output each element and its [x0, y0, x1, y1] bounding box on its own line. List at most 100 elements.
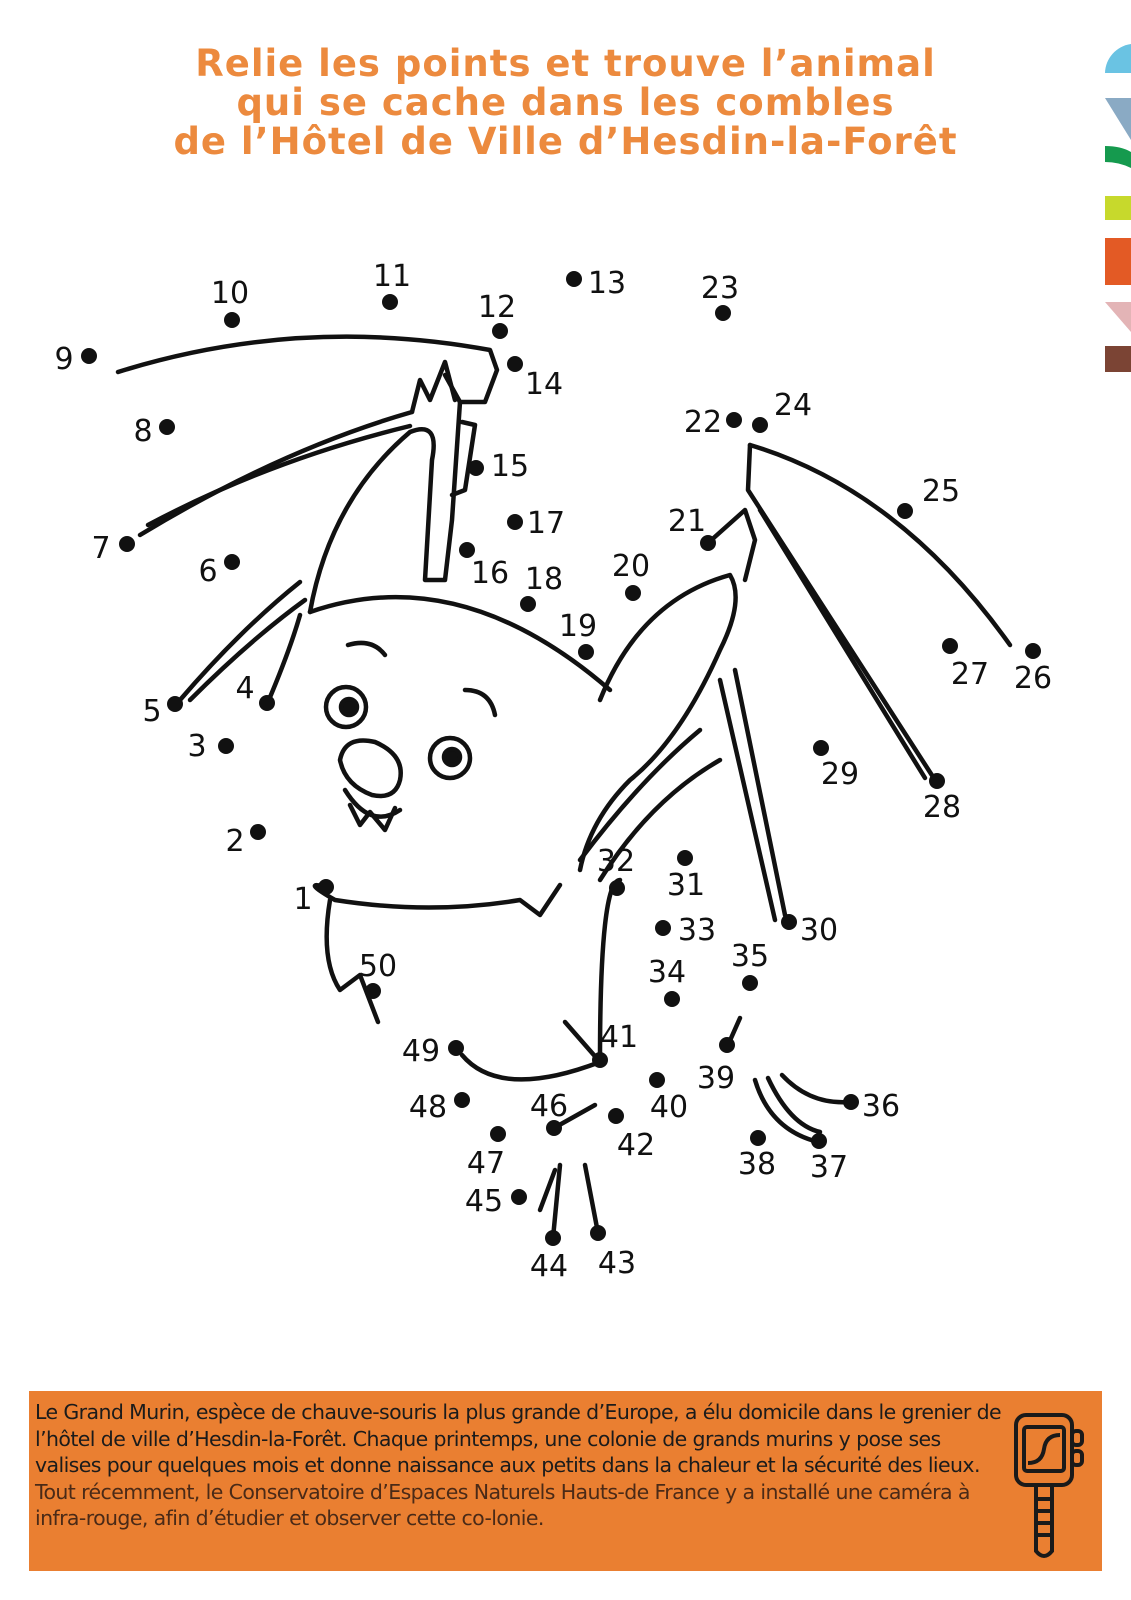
color-tab: [1105, 196, 1131, 220]
dot-label: 48: [409, 1090, 447, 1125]
dot: [719, 1037, 735, 1053]
color-tab: [1105, 238, 1131, 285]
info-text-main: Le Grand Murin, espèce de chauve-souris …: [35, 1400, 1002, 1477]
dot-label: 19: [559, 609, 597, 644]
dot: [700, 535, 716, 551]
dot-label: 41: [600, 1020, 638, 1055]
dot-label: 30: [800, 913, 838, 948]
dot: [159, 419, 175, 435]
dot-label: 46: [530, 1089, 568, 1124]
dot-label: 50: [359, 949, 397, 984]
dot-label: 18: [525, 562, 563, 597]
color-tab: [1105, 98, 1131, 140]
dot: [468, 460, 484, 476]
dot-label: 24: [774, 388, 812, 423]
dot: [520, 596, 536, 612]
dot-label: 14: [525, 367, 563, 402]
dot-label: 28: [923, 790, 961, 825]
title-line: de l’Hôtel de Ville d’Hesdin-la-Forêt: [173, 120, 958, 163]
dot-label: 8: [133, 414, 152, 449]
dot: [507, 356, 523, 372]
dot-label: 47: [467, 1146, 505, 1181]
dot-label: 34: [648, 955, 686, 990]
dot-label: 9: [54, 342, 73, 377]
dot: [608, 1108, 624, 1124]
dot: [507, 514, 523, 530]
title-line: Relie les points et trouve l’animal: [195, 42, 936, 85]
dot-label: 12: [478, 290, 516, 325]
info-box: Le Grand Murin, espèce de chauve-souris …: [29, 1391, 1102, 1571]
dot: [649, 1072, 665, 1088]
info-text-camera: Tout récemment, le Conservatoire d’Espac…: [35, 1479, 970, 1531]
color-tab: [1105, 44, 1131, 73]
dot: [942, 638, 958, 654]
dot-label: 17: [527, 506, 565, 541]
dot-label: 21: [668, 504, 706, 539]
dot-label: 31: [667, 868, 705, 903]
dot: [490, 1126, 506, 1142]
dot-label: 39: [697, 1061, 735, 1096]
dot-label: 20: [612, 549, 650, 584]
dot: [742, 975, 758, 991]
dot-label: 37: [810, 1150, 848, 1185]
color-tab: [1105, 302, 1131, 332]
dot: [459, 542, 475, 558]
dot-label: 5: [142, 694, 161, 729]
dot: [382, 294, 398, 310]
dot-label: 16: [471, 556, 509, 591]
dot-label: 38: [738, 1147, 776, 1182]
dot: [167, 696, 183, 712]
dot: [715, 305, 731, 321]
dot-label: 10: [211, 276, 249, 311]
info-text: Le Grand Murin, espèce de chauve-souris …: [35, 1399, 1005, 1532]
dot-label: 45: [465, 1184, 503, 1219]
dot-label: 6: [198, 554, 217, 589]
dot: [224, 554, 240, 570]
dot: [592, 1052, 608, 1068]
dot: [843, 1094, 859, 1110]
dot: [259, 695, 275, 711]
dot: [750, 1130, 766, 1146]
dot: [250, 824, 266, 840]
dot-label: 26: [1014, 661, 1052, 696]
dot-label: 7: [91, 531, 110, 566]
dot: [566, 271, 582, 287]
dot: [811, 1133, 827, 1149]
dot: [677, 850, 693, 866]
dot-label: 4: [235, 671, 254, 706]
dot: [546, 1120, 562, 1136]
dot: [1025, 643, 1041, 659]
camera-trap-icon: [1014, 1413, 1084, 1558]
dot: [655, 920, 671, 936]
color-tabs-graphic: [1105, 44, 1131, 372]
dot-label: 42: [617, 1128, 655, 1163]
dot-label: 2: [225, 824, 244, 859]
dot-label: 15: [491, 449, 529, 484]
dot-label: 1: [293, 882, 312, 917]
dot: [590, 1225, 606, 1241]
dot: [609, 880, 625, 896]
dot: [224, 312, 240, 328]
color-tab: [1105, 146, 1131, 168]
dot: [365, 983, 381, 999]
dot: [218, 738, 234, 754]
dot: [119, 536, 135, 552]
dot: [454, 1092, 470, 1108]
dot: [492, 323, 508, 339]
dot: [726, 412, 742, 428]
worksheet-title: Relie les points et trouve l’animal qui …: [0, 44, 1131, 161]
title-line: qui se cache dans les combles: [236, 81, 895, 124]
dot: [664, 991, 680, 1007]
dot-label: 27: [951, 657, 989, 692]
dot: [448, 1040, 464, 1056]
dot-label: 36: [862, 1089, 900, 1124]
dot-label: 3: [187, 729, 206, 764]
dot-label: 29: [821, 757, 859, 792]
dot: [781, 914, 797, 930]
color-tabs: [1103, 40, 1131, 385]
dot: [752, 417, 768, 433]
dot-label: 25: [922, 474, 960, 509]
dot: [578, 644, 594, 660]
